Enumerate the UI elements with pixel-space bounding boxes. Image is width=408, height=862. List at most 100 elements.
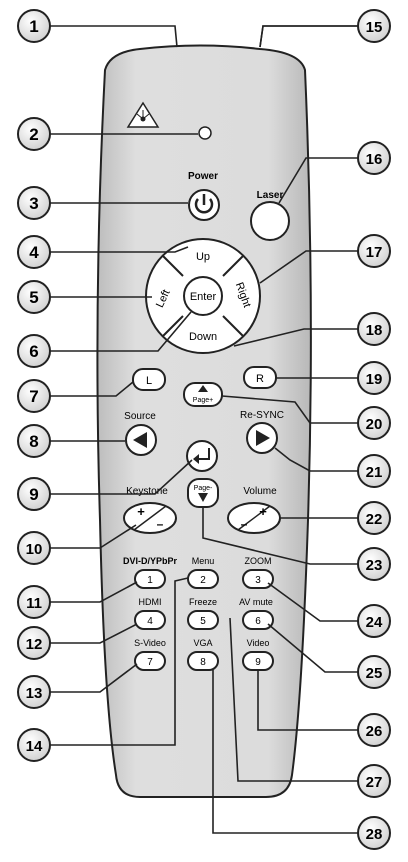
laser-label: Laser — [257, 190, 284, 201]
r-button[interactable]: R — [244, 367, 276, 388]
volume-minus[interactable]: – — [241, 517, 248, 531]
page-down-label: Page- — [194, 485, 213, 492]
svg-text:13: 13 — [26, 685, 43, 702]
svideo-label: S-Video — [134, 638, 166, 648]
callout-7: 7 — [18, 380, 50, 412]
key-2-button[interactable]: 2 — [188, 570, 218, 588]
callout-25: 25 — [358, 656, 390, 688]
svg-text:12: 12 — [26, 636, 43, 653]
callout-10: 10 — [18, 532, 50, 564]
svg-text:26: 26 — [366, 723, 383, 740]
dvi-label: DVI-D/YPbPr — [123, 556, 178, 566]
hdmi-label: HDMI — [139, 597, 162, 607]
key-1-button[interactable]: 1 — [135, 570, 165, 588]
video-label: Video — [247, 638, 270, 648]
source-button[interactable] — [126, 425, 156, 455]
power-button[interactable] — [189, 190, 219, 220]
svg-text:7: 7 — [29, 387, 38, 406]
l-button[interactable]: L — [133, 369, 165, 390]
keystone-plus[interactable]: + — [137, 504, 145, 519]
volume-rocker[interactable]: – + — [228, 503, 280, 533]
callout-5: 5 — [18, 281, 50, 313]
key-9-button[interactable]: 9 — [243, 652, 273, 670]
key-9-label: 9 — [255, 657, 261, 668]
svg-text:16: 16 — [366, 151, 383, 168]
svg-text:11: 11 — [26, 595, 42, 612]
freeze-label: Freeze — [189, 597, 217, 607]
l-label: L — [146, 375, 152, 387]
svg-text:3: 3 — [29, 194, 38, 213]
page-up-button[interactable]: Page+ — [184, 383, 222, 406]
svg-text:8: 8 — [29, 432, 38, 451]
volume-plus[interactable]: + — [259, 504, 267, 519]
return-button[interactable] — [187, 441, 217, 471]
callout-13: 13 — [18, 676, 50, 708]
svg-text:4: 4 — [29, 243, 39, 262]
menu-label: Menu — [192, 556, 215, 566]
callout-26: 26 — [358, 714, 390, 746]
callout-1: 1 — [18, 10, 50, 42]
svg-text:15: 15 — [366, 19, 383, 36]
svg-text:6: 6 — [29, 342, 38, 361]
callout-11: 11 — [18, 586, 50, 618]
callout-20: 20 — [358, 407, 390, 439]
down-button[interactable]: Down — [189, 331, 217, 343]
svg-text:22: 22 — [366, 511, 383, 528]
avmute-label: AV mute — [239, 597, 273, 607]
key-4-label: 4 — [147, 616, 153, 627]
laser-button[interactable] — [251, 202, 289, 240]
key-7-button[interactable]: 7 — [135, 652, 165, 670]
key-8-button[interactable]: 8 — [188, 652, 218, 670]
callout-3: 3 — [18, 187, 50, 219]
svg-text:27: 27 — [366, 774, 383, 791]
callout-17: 17 — [358, 235, 390, 267]
resync-label: Re-SYNC — [240, 410, 284, 421]
key-5-button[interactable]: 5 — [188, 611, 218, 629]
page-up-label: Page+ — [193, 397, 213, 404]
vga-label: VGA — [193, 638, 212, 648]
callout-12: 12 — [18, 627, 50, 659]
r-label: R — [256, 373, 264, 385]
svg-text:24: 24 — [366, 614, 383, 631]
key-6-button[interactable]: 6 — [243, 611, 273, 629]
svg-text:10: 10 — [26, 541, 43, 558]
callout-9: 9 — [18, 478, 50, 510]
key-5-label: 5 — [200, 616, 206, 627]
callout-4: 4 — [18, 236, 50, 268]
callout-2: 2 — [18, 118, 50, 150]
callout-27: 27 — [358, 765, 390, 797]
key-7-label: 7 — [147, 657, 153, 668]
callout-16: 16 — [358, 142, 390, 174]
volume-label: Volume — [243, 486, 277, 497]
svg-text:17: 17 — [366, 244, 383, 261]
key-2-label: 2 — [200, 575, 206, 586]
callout-21: 21 — [358, 455, 390, 487]
svg-text:19: 19 — [366, 371, 383, 388]
key-3-button[interactable]: 3 — [243, 570, 273, 588]
svg-text:28: 28 — [366, 826, 383, 843]
callout-22: 22 — [358, 502, 390, 534]
enter-label: Enter — [190, 291, 217, 303]
enter-button[interactable]: Enter — [184, 277, 222, 315]
callout-18: 18 — [358, 313, 390, 345]
key-4-button[interactable]: 4 — [135, 611, 165, 629]
keystone-minus[interactable]: – — [157, 517, 164, 531]
zoom-label: ZOOM — [245, 556, 272, 566]
svg-text:21: 21 — [366, 464, 383, 481]
callout-15: 15 — [358, 10, 390, 42]
power-label: Power — [188, 171, 218, 182]
up-button[interactable]: Up — [196, 251, 210, 263]
key-3-label: 3 — [255, 575, 261, 586]
source-label: Source — [124, 411, 156, 422]
svg-text:2: 2 — [29, 125, 38, 144]
callout-14: 14 — [18, 729, 50, 761]
page-down-button[interactable]: Page- — [188, 479, 218, 507]
svg-text:5: 5 — [29, 288, 38, 307]
callout-6: 6 — [18, 335, 50, 367]
svg-text:18: 18 — [366, 322, 383, 339]
resync-button[interactable] — [247, 423, 277, 453]
callout-28: 28 — [358, 817, 390, 849]
callout-8: 8 — [18, 425, 50, 457]
